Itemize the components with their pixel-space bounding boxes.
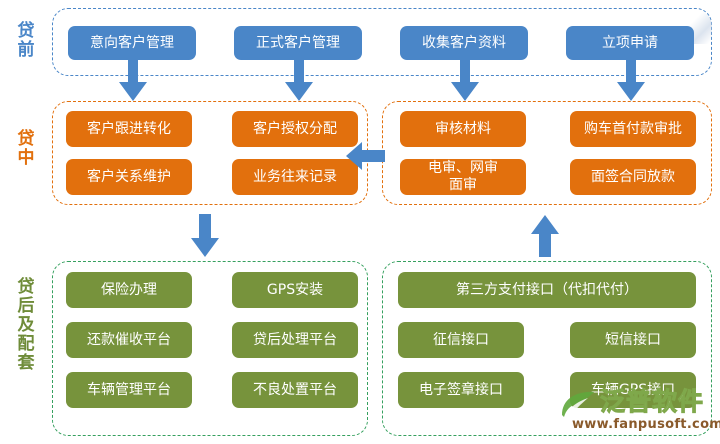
stage-label-pre-loan: 贷 前	[4, 22, 48, 60]
node-vehicle-management-platform[interactable]: 车辆管理平台	[66, 372, 192, 408]
stage-label-char: 后	[17, 296, 35, 316]
arrow-down-icon	[118, 56, 148, 102]
node-customer-relationship-maintenance[interactable]: 客户关系维护	[66, 159, 192, 195]
stage-label-char: 贷	[17, 129, 35, 149]
node-sms-interface[interactable]: 短信接口	[570, 322, 696, 358]
arrow-down-icon	[450, 56, 480, 102]
node-review-materials[interactable]: 审核材料	[400, 111, 526, 147]
node-collect-customer-materials[interactable]: 收集客户资料	[400, 26, 528, 60]
node-third-party-payment-interface[interactable]: 第三方支付接口（代扣代付）	[398, 272, 696, 308]
node-formal-customer-management[interactable]: 正式客户管理	[234, 26, 362, 60]
node-customer-follow-up-conversion[interactable]: 客户跟进转化	[66, 111, 192, 147]
arrow-down-icon	[284, 56, 314, 102]
stage-label-char: 贷	[17, 21, 35, 41]
node-bad-debt-disposal-platform[interactable]: 不良处置平台	[232, 372, 358, 408]
stage-label-char: 及	[17, 315, 35, 335]
arrow-up-icon	[530, 214, 560, 258]
group-post-loan-right	[382, 261, 712, 436]
node-electronic-signature-interface[interactable]: 电子签章接口	[398, 372, 524, 408]
stage-label-char: 前	[17, 40, 35, 60]
stage-label-char: 贷	[17, 277, 35, 297]
node-gps-installation[interactable]: GPS安装	[232, 272, 358, 308]
stage-label-char: 中	[17, 148, 35, 168]
arrow-left-icon	[346, 140, 386, 172]
stage-label-char: 配	[17, 334, 35, 354]
node-project-application[interactable]: 立项申请	[566, 26, 694, 60]
node-phone-online-face-review[interactable]: 电审、网审 面审	[400, 159, 526, 195]
node-intent-customer-management[interactable]: 意向客户管理	[68, 26, 196, 60]
node-repayment-collection-platform[interactable]: 还款催收平台	[66, 322, 192, 358]
node-vehicle-gps-interface[interactable]: 车辆GPS接口	[570, 372, 696, 408]
node-business-transaction-records[interactable]: 业务往来记录	[232, 159, 358, 195]
stage-label-in-loan: 贷 中	[4, 130, 48, 168]
stage-label-char: 套	[17, 353, 35, 373]
stage-label-post-loan: 贷 后 及 配 套	[4, 278, 48, 373]
node-insurance-processing[interactable]: 保险办理	[66, 272, 192, 308]
node-post-loan-processing-platform[interactable]: 贷后处理平台	[232, 322, 358, 358]
group-post-loan-left	[52, 261, 368, 436]
node-credit-reporting-interface[interactable]: 征信接口	[398, 322, 524, 358]
node-down-payment-approval[interactable]: 购车首付款审批	[570, 111, 696, 147]
node-customer-authorization-allocation[interactable]: 客户授权分配	[232, 111, 358, 147]
arrow-down-icon	[190, 214, 220, 258]
arrow-down-icon	[616, 56, 646, 102]
node-contract-signing-disbursement[interactable]: 面签合同放款	[570, 159, 696, 195]
